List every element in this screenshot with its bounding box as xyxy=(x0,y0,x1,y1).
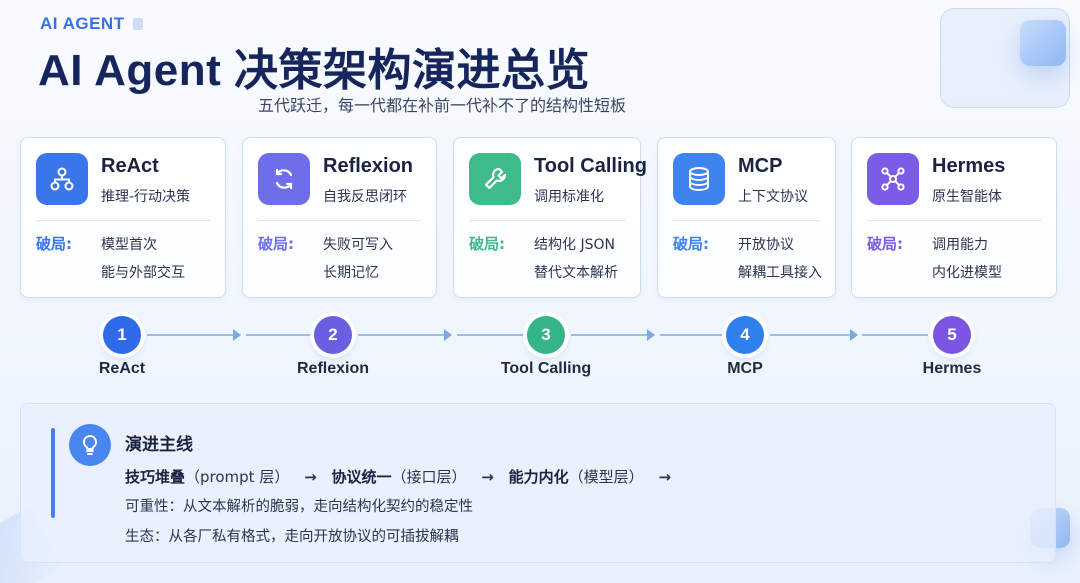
card-divider xyxy=(258,220,421,221)
timeline-label: Reflexion xyxy=(296,360,369,377)
eyebrow-label: AI AGENT xyxy=(40,14,143,34)
break-label: 破局: xyxy=(867,235,903,253)
timeline-node-1: 1 xyxy=(103,316,141,354)
timeline-node-4: 4 xyxy=(726,316,764,354)
break-text: 结构化 JSON xyxy=(534,237,615,253)
card-react: ReAct 推理-行动决策 破局: 模型首次 能与外部交互 xyxy=(20,137,226,298)
summary-mainline: 技巧堆叠（prompt 层） → 协议统一（接口层） → 能力内化（模型层） → xyxy=(125,466,681,487)
network-icon xyxy=(867,153,919,205)
break-label: 破局: xyxy=(469,235,505,253)
database-icon xyxy=(673,153,725,205)
stage-protocol: 协议统一 xyxy=(331,468,392,486)
accent-bar xyxy=(51,428,55,518)
evolution-timeline: 1 2 3 4 5 ReAct Reflexion Tool Calling M… xyxy=(0,314,1080,384)
card-divider xyxy=(469,220,625,221)
timeline-label: ReAct xyxy=(98,360,146,377)
flowchart-icon xyxy=(36,153,88,205)
timeline-connector xyxy=(358,334,448,336)
break-text: 替代文本解析 xyxy=(534,265,618,281)
timeline-label: Tool Calling xyxy=(500,360,592,377)
card-name: ReAct xyxy=(101,155,159,177)
decorative-cube-icon xyxy=(1020,20,1066,66)
arrow-right-icon xyxy=(233,329,241,341)
card-tool-calling: Tool Calling 调用标准化 破局: 结构化 JSON 替代文本解析 xyxy=(453,137,647,298)
card-divider xyxy=(867,220,1041,221)
arrow-right-icon: → xyxy=(658,468,672,486)
break-text: 模型首次 xyxy=(101,237,157,253)
timeline-connector xyxy=(862,334,928,336)
arrow-right-icon xyxy=(647,329,655,341)
timeline-connector xyxy=(660,334,722,336)
timeline-connector xyxy=(457,334,525,336)
card-desc: 上下文协议 xyxy=(738,189,808,205)
wrench-icon xyxy=(469,153,521,205)
card-desc: 原生智能体 xyxy=(932,189,1002,205)
timeline-node-5: 5 xyxy=(933,316,971,354)
card-reflexion: Reflexion 自我反思闭环 破局: 失败可写入 长期记忆 xyxy=(242,137,437,298)
page-subtitle: 五代跃迁，每一代都在补前一代补不了的结构性短板 xyxy=(258,96,627,115)
summary-ecosystem: 生态：从各厂私有格式，走向开放协议的可插拔解耦 xyxy=(125,529,459,545)
stage-model-note: （模型层） xyxy=(568,468,644,486)
card-name: Hermes xyxy=(932,155,1006,177)
break-text: 能与外部交互 xyxy=(101,265,185,281)
break-text: 内化进模型 xyxy=(932,265,1002,281)
stage-prompt: 技巧堆叠 xyxy=(125,468,186,486)
break-label: 破局: xyxy=(36,235,72,253)
card-mcp: MCP 上下文协议 破局: 开放协议 解耦工具接入 xyxy=(657,137,836,298)
card-divider xyxy=(36,220,210,221)
stage-protocol-note: （接口层） xyxy=(391,468,467,486)
card-divider xyxy=(673,220,820,221)
break-label: 破局: xyxy=(673,235,709,253)
arrow-right-icon: → xyxy=(304,468,317,486)
timeline-label: Hermes xyxy=(922,360,982,377)
card-name: Reflexion xyxy=(323,155,414,177)
card-name: MCP xyxy=(738,155,783,177)
lightbulb-icon xyxy=(69,424,111,466)
card-name: Tool Calling xyxy=(534,155,647,177)
card-desc: 调用标准化 xyxy=(534,189,604,205)
refresh-icon xyxy=(258,153,310,205)
stage-prompt-note: （prompt 层） xyxy=(185,468,290,486)
timeline-node-3: 3 xyxy=(527,316,565,354)
chip-icon xyxy=(132,18,143,30)
stage-model: 能力内化 xyxy=(508,468,569,486)
break-text: 长期记忆 xyxy=(323,265,379,281)
generation-cards: ReAct 推理-行动决策 破局: 模型首次 能与外部交互 Reflexion … xyxy=(20,137,1060,299)
summary-reliability: 可重性：从文本解析的脆弱，走向结构化契约的稳定性 xyxy=(125,499,473,515)
timeline-connector xyxy=(770,334,852,336)
break-text: 解耦工具接入 xyxy=(738,265,822,281)
card-desc: 自我反思闭环 xyxy=(323,189,407,205)
card-hermes: Hermes 原生智能体 破局: 调用能力 内化进模型 xyxy=(851,137,1057,298)
timeline-label: MCP xyxy=(727,360,763,377)
arrow-right-icon xyxy=(850,329,858,341)
arrow-right-icon: → xyxy=(481,468,494,486)
page-title: AI Agent 决策架构演进总览 xyxy=(38,46,590,95)
break-text: 开放协议 xyxy=(738,237,794,253)
timeline-node-2: 2 xyxy=(314,316,352,354)
timeline-connector xyxy=(246,334,312,336)
timeline-connector xyxy=(571,334,651,336)
card-desc: 推理-行动决策 xyxy=(101,189,191,205)
break-text: 失败可写入 xyxy=(323,237,393,253)
summary-title: 演进主线 xyxy=(125,435,193,455)
break-text: 调用能力 xyxy=(932,237,988,253)
evolution-summary: 演进主线 技巧堆叠（prompt 层） → 协议统一（接口层） → 能力内化（模… xyxy=(20,403,1056,563)
break-label: 破局: xyxy=(258,235,294,253)
timeline-connector xyxy=(147,334,237,336)
arrow-right-icon xyxy=(444,329,452,341)
